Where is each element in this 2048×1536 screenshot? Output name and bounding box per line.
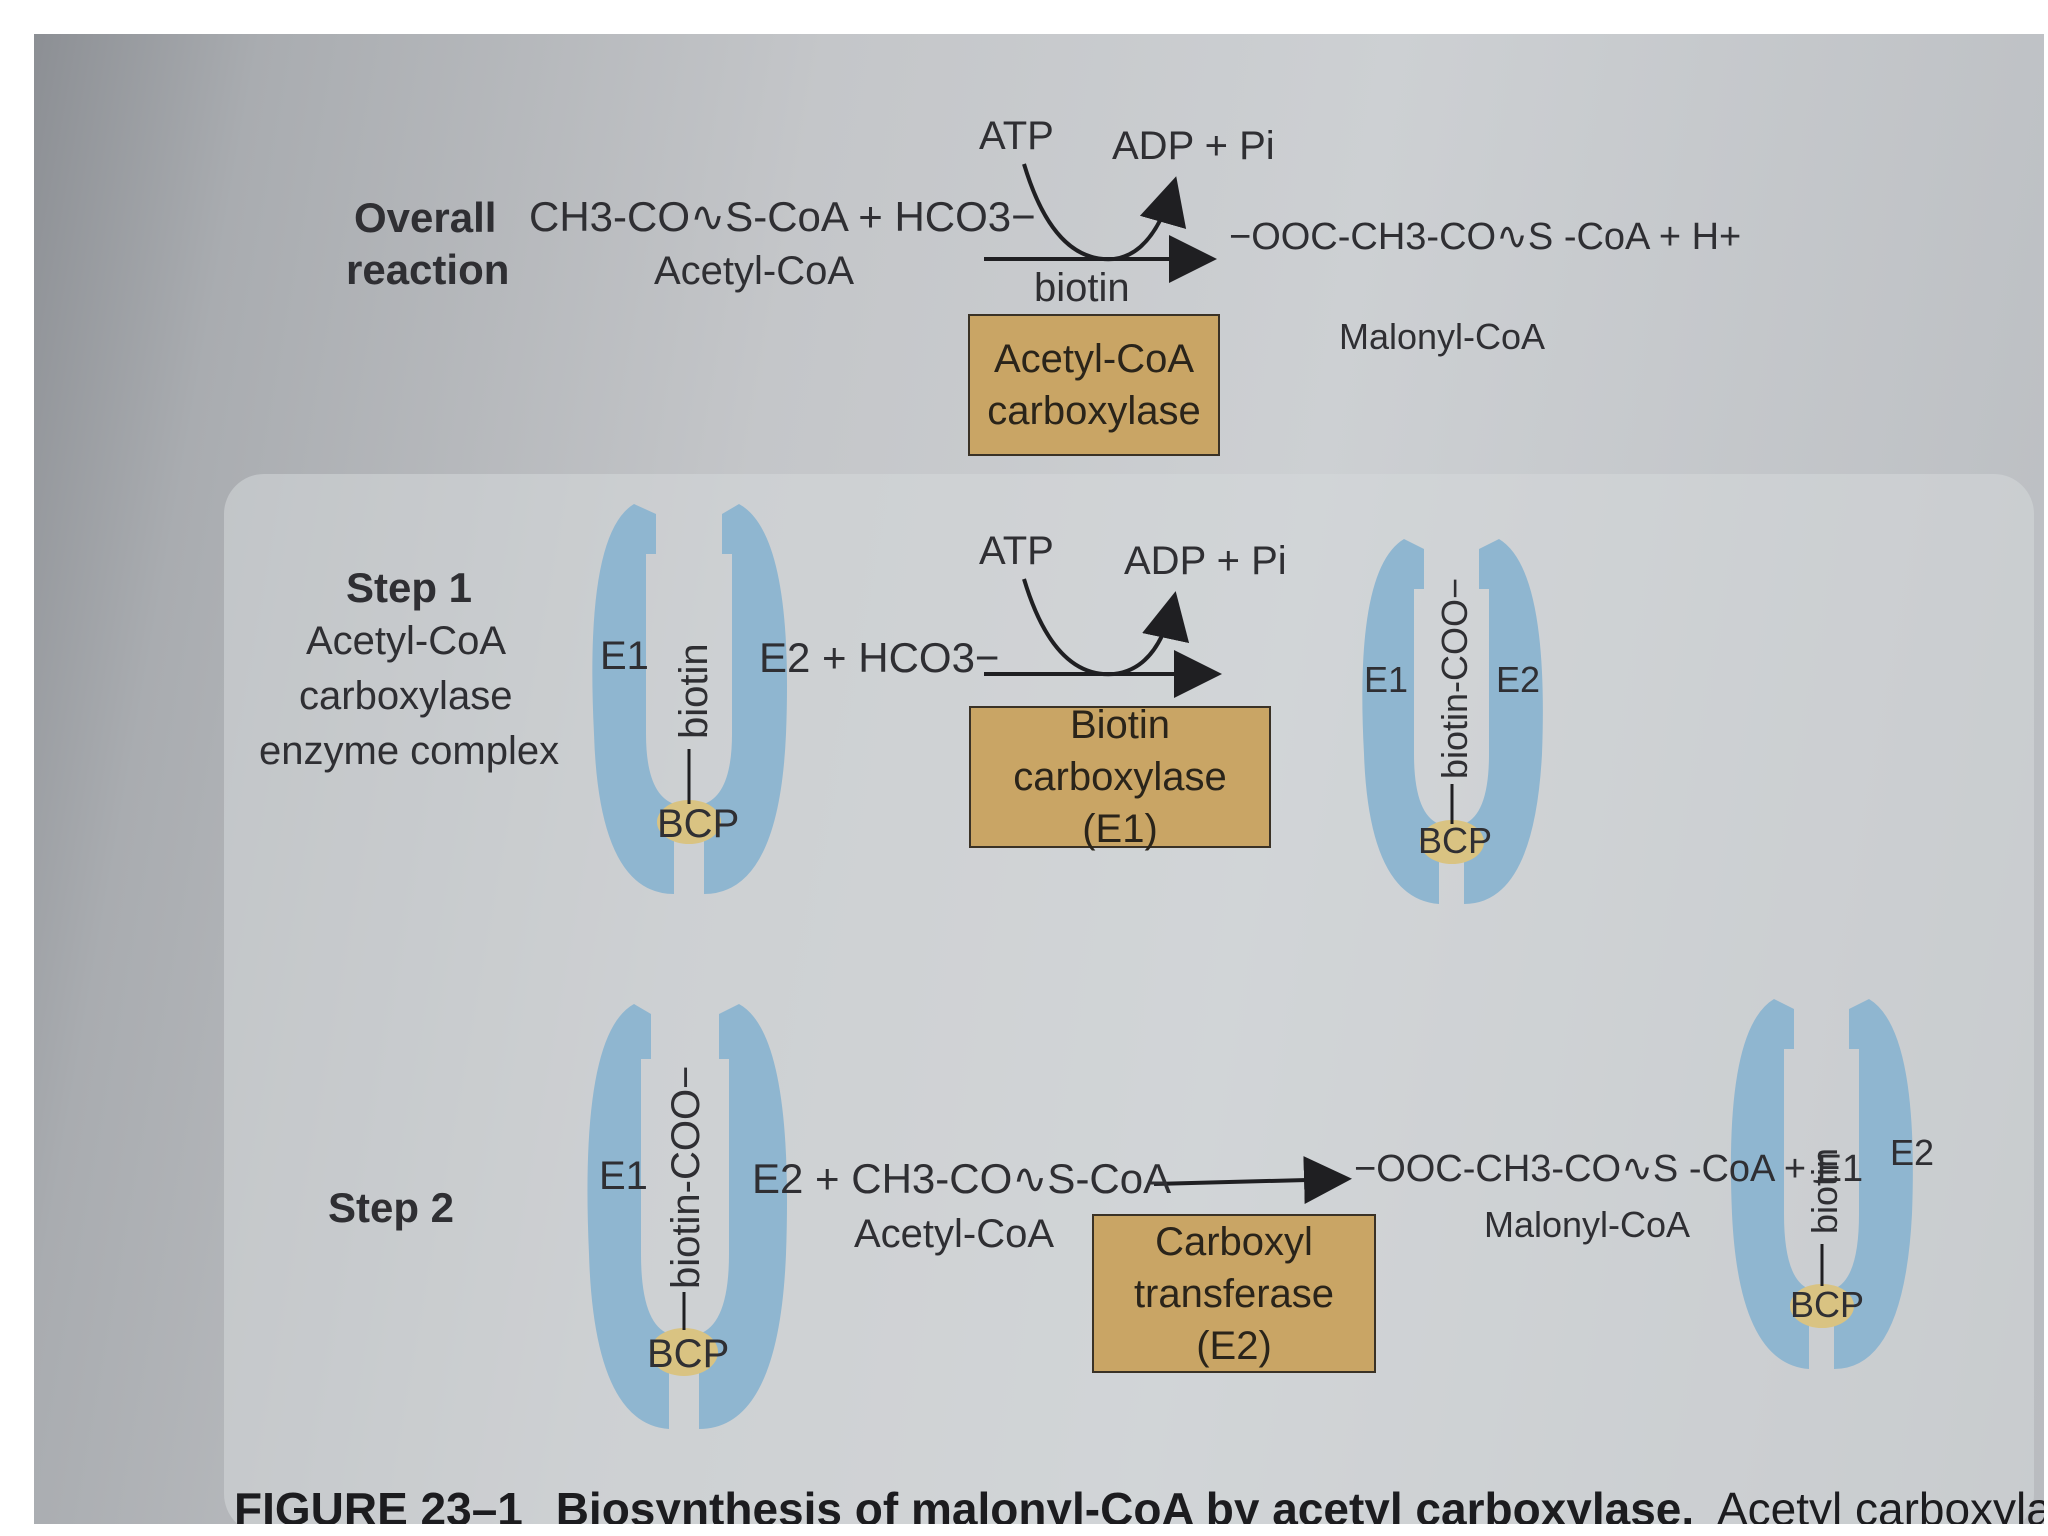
figure-caption: FIGURE 23–1 Biosynthesis of malonyl-CoA …	[234, 1482, 2044, 1524]
step2-biotin: biotin-COO−	[664, 1065, 708, 1289]
step2-enzyme-line2: transferase (E2)	[1133, 1271, 1335, 1368]
step2-enzyme-complex-left	[587, 1004, 788, 1429]
overall-enzyme-line2: carboxylase	[987, 389, 1201, 433]
step1-biotin: biotin	[672, 643, 716, 739]
overall-label-line1: Overall	[354, 194, 497, 241]
step1-enzyme-line1: Biotin	[1069, 703, 1171, 747]
step2-products: −OOC-CH3-CO∿S -CoA + E1	[1354, 1148, 1864, 1190]
step2-product-name: Malonyl-CoA	[1484, 1204, 1691, 1245]
acetyl-coa-carboxylase-box: Acetyl-CoA carboxylase	[968, 314, 1220, 456]
step2-enzyme-complex-right	[1730, 999, 1913, 1369]
step1-product-bcp: BCP	[1418, 820, 1493, 861]
overall-products: −OOC-CH3-CO∿S -CoA + H+	[1229, 216, 1742, 258]
caption-text: Acetyl carboxylase is a	[1716, 1483, 2044, 1524]
step2-e1: E1	[599, 1154, 648, 1198]
caption-figure-number: FIGURE 23–1	[234, 1483, 523, 1524]
step1-product-biotin: biotin-COO−	[1434, 577, 1475, 779]
caption-title: Biosynthesis of malonyl-CoA by acetyl ca…	[555, 1483, 1695, 1524]
step1-product-e2: E2	[1496, 659, 1541, 700]
overall-adp: ADP + Pi	[1112, 124, 1275, 168]
step2-product-e2: E2	[1890, 1132, 1935, 1173]
step2-reactants: E2 + CH3-CO∿S-CoA	[752, 1155, 1172, 1202]
step1-label: Step 1	[346, 564, 473, 611]
step1-e1: E1	[600, 634, 649, 678]
step1-enzyme-line2: carboxylase (E1)	[1013, 755, 1227, 851]
biotin-carboxylase-box: Biotin carboxylase (E1)	[969, 703, 1271, 851]
overall-label-line2: reaction	[346, 246, 510, 293]
step1-enzyme-complex-right	[1362, 539, 1543, 904]
step2-bcp: BCP	[647, 1332, 730, 1376]
diagram-graphics	[224, 163, 2034, 1524]
step2-reactant-name: Acetyl-CoA	[854, 1212, 1055, 1256]
overall-reactants: CH3-CO∿S-CoA + HCO3−	[529, 193, 1036, 240]
step1-bcp: BCP	[657, 802, 740, 846]
step1-atp-curve-arrow	[1022, 578, 1190, 677]
figure-photo: Overall reaction CH3-CO∿S-CoA + HCO3− Ac…	[34, 34, 2044, 1524]
carboxyl-transferase-box: Carboxyl transferase (E2)	[1092, 1214, 1376, 1373]
steps-panel	[224, 474, 2034, 1524]
overall-enzyme-line1: Acetyl-CoA	[993, 337, 1195, 381]
step1-product-e1: E1	[1364, 659, 1409, 700]
overall-product-name: Malonyl-CoA	[1339, 316, 1546, 357]
step1-desc-line1: Acetyl-CoA	[306, 619, 507, 663]
step2-product-biotin: biotin	[1804, 1147, 1845, 1234]
step1-adp: ADP + Pi	[1124, 539, 1287, 583]
step1-desc-line2: carboxylase	[299, 674, 513, 718]
overall-atp-curve-arrow	[1022, 163, 1187, 262]
step1-e2-reactant: E2 + HCO3−	[759, 634, 1000, 681]
overall-atp: ATP	[979, 114, 1054, 158]
step1-desc-line3: enzyme complex	[259, 729, 560, 773]
step2-reaction-arrow	[1153, 1156, 1352, 1205]
overall-cofactor: biotin	[1034, 266, 1130, 310]
step2-product-bcp: BCP	[1790, 1284, 1865, 1325]
step1-atp: ATP	[979, 529, 1054, 573]
step2-enzyme-line1: Carboxyl	[1155, 1219, 1313, 1264]
step1-enzyme-complex-left	[592, 504, 788, 894]
overall-reactant-name: Acetyl-CoA	[654, 249, 855, 293]
step2-label: Step 2	[328, 1184, 455, 1231]
